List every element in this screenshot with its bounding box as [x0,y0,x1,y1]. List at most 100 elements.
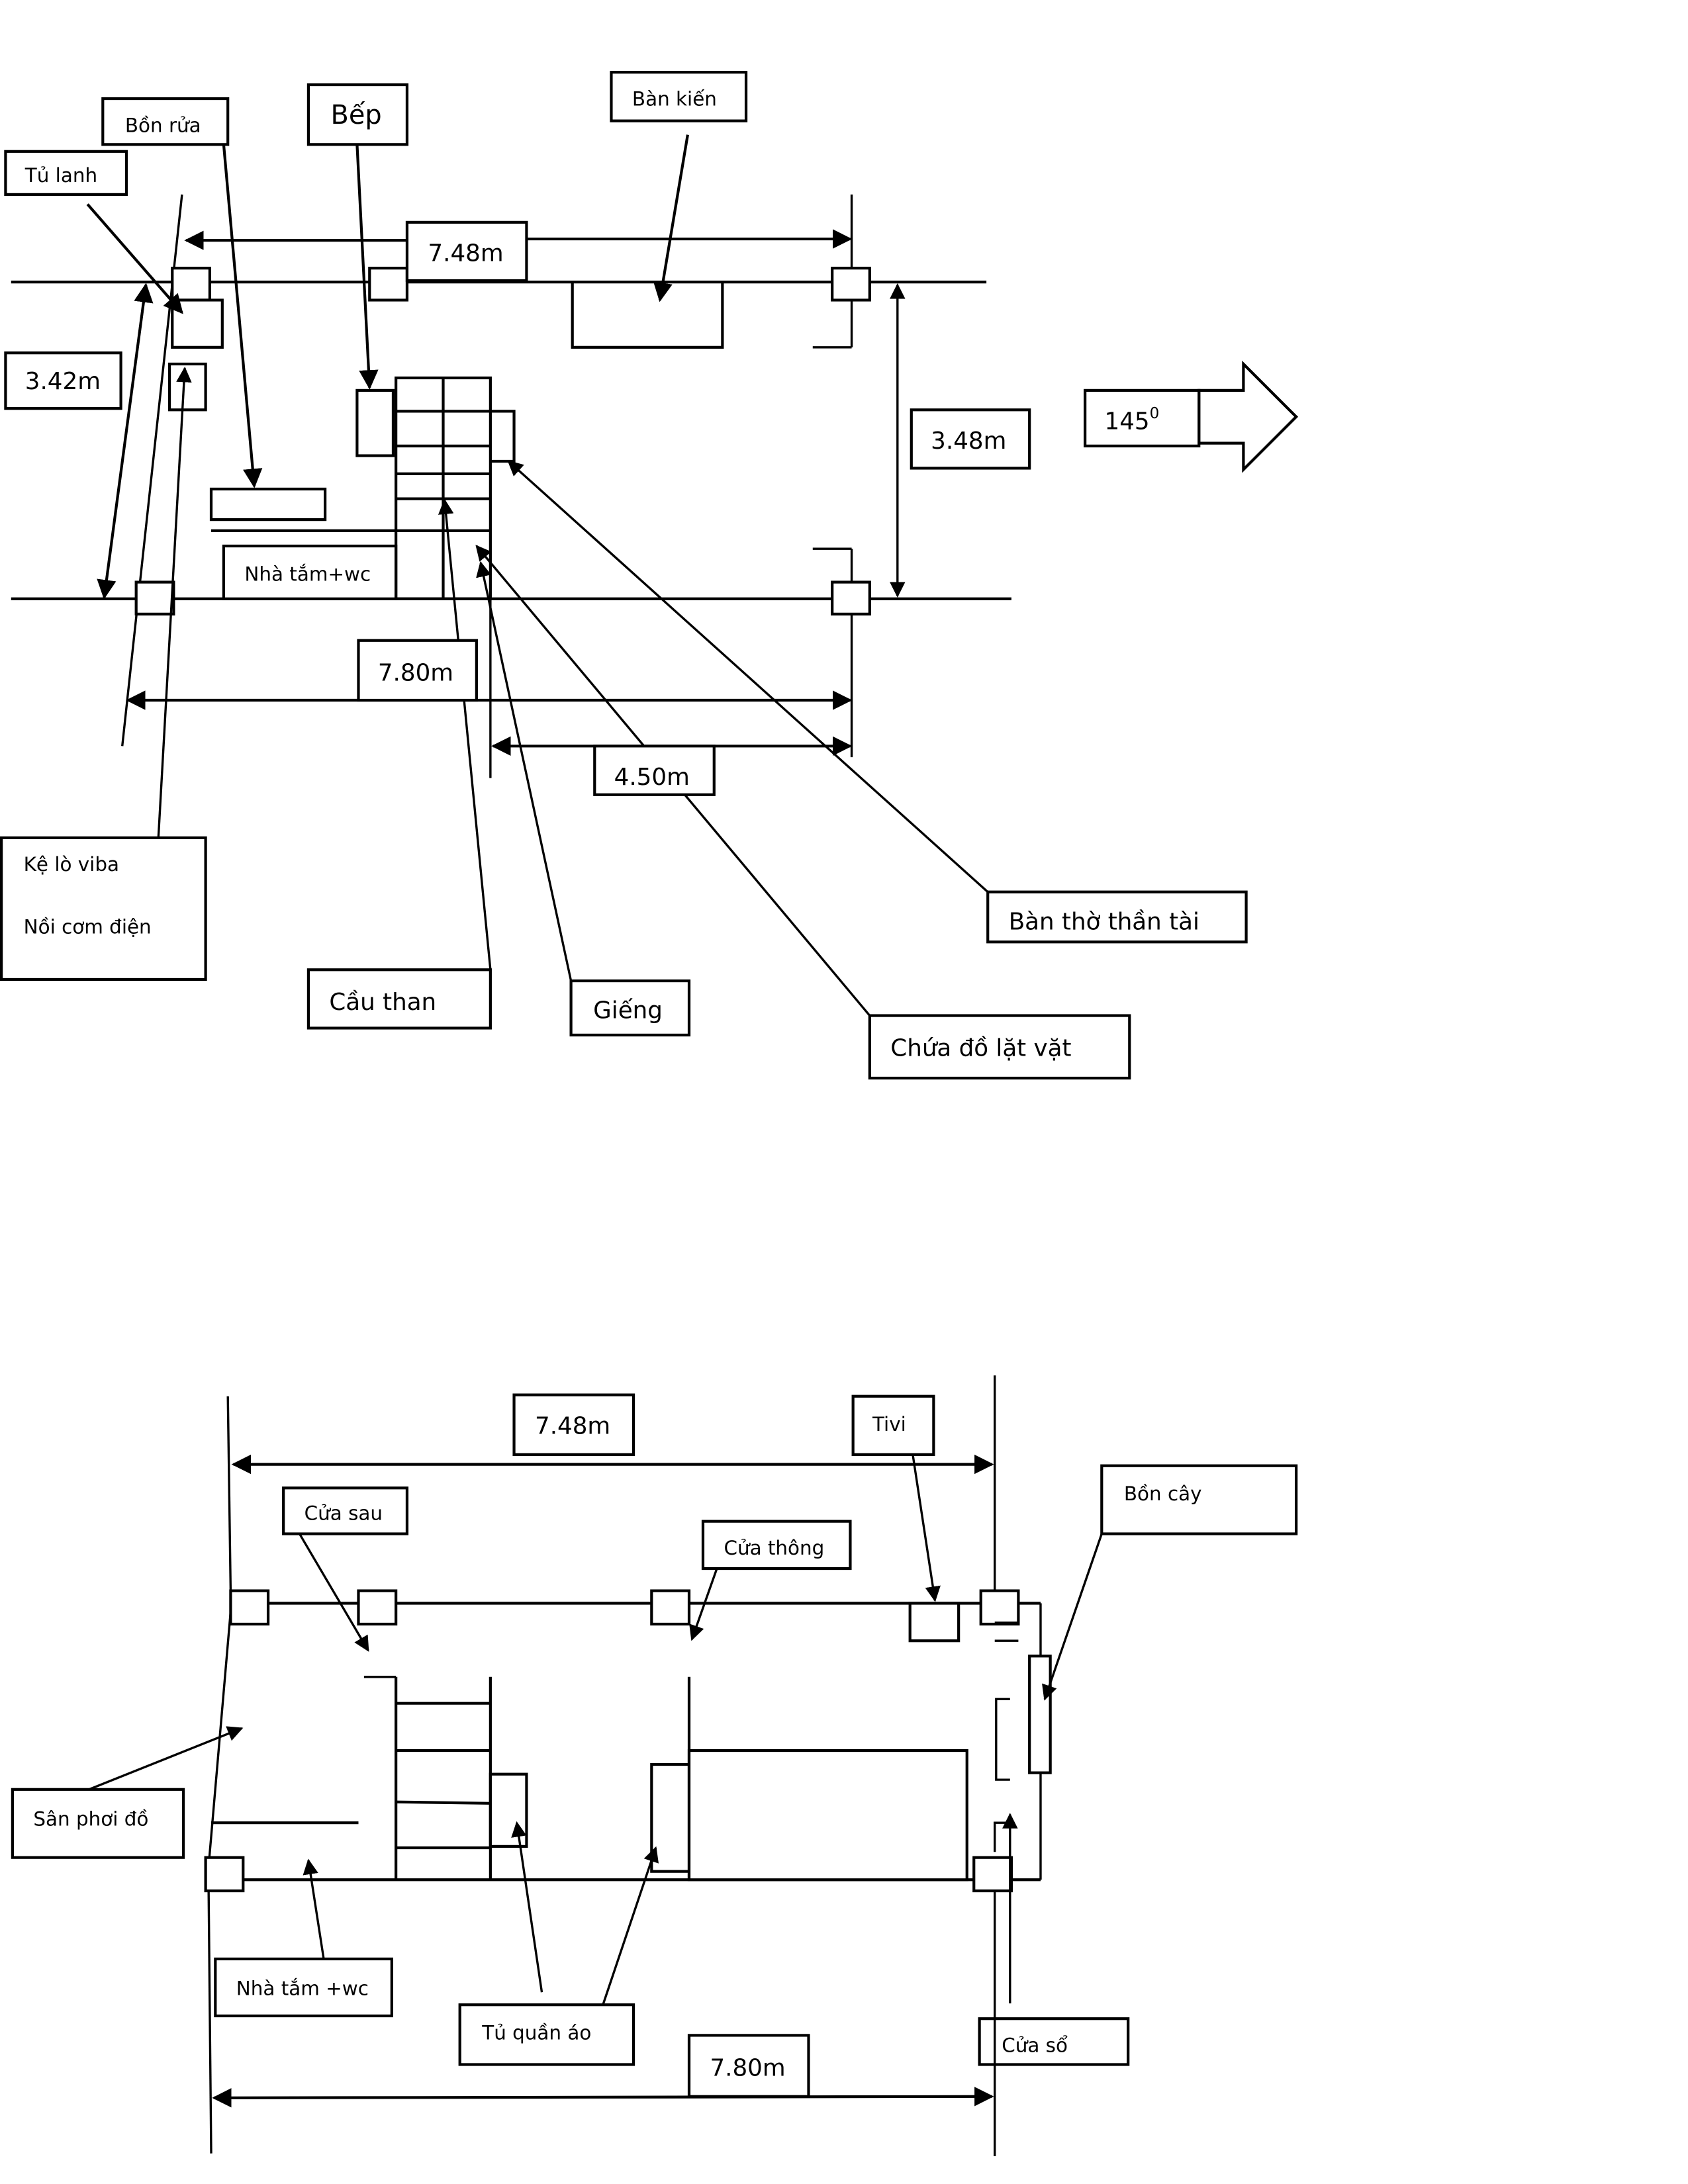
altar-shape [490,410,516,463]
label-text: Tủ quần áo [481,2022,591,2044]
dim-text: 7.48m [535,1412,610,1439]
leader-well [476,561,573,981]
label-text-line2: Nồi cơm điện [24,916,152,938]
tv-shape [908,1602,961,1643]
label-text: Cầu than [329,989,436,1016]
leader-tv [912,1454,941,1602]
dim-label-748-top: 7.48m [405,220,528,283]
window-stub [994,1821,1010,1852]
pillar [831,267,871,302]
top-floor-plan: Bồn rửa Bếp Bàn kiến Tủ lanh Nhà tắm+wc … [0,71,1299,1080]
dim-text: 7.48m [428,240,503,267]
pillar [357,1589,398,1626]
label-text: Bếp [331,100,382,130]
pillar [368,267,409,302]
label-microwave-shelf: Kệ lò viba Nồi cơm điện [0,836,207,981]
label-sink: Bồn rửa [101,97,230,146]
label-text: Bàn thờ thần tài [1009,908,1199,935]
label-connecting-door: Cửa thông [701,1520,852,1570]
label-text: Cửa sổ [1002,2034,1068,2057]
label-plant-pot: Bồn cây [1100,1464,1298,1535]
dim-label-780: 7.80m [357,639,478,702]
dim-label-450: 4.50m [593,745,716,796]
pillar [979,1589,1020,1626]
label-text: Nhà tắm +wc [236,1978,369,2000]
wardrobe-shape [489,1772,528,1848]
leader-back-door [297,1531,369,1652]
plant-pot-shape [1028,1655,1052,1774]
label-tivi: Tivi [851,1394,935,1456]
leader-sink [222,144,263,488]
leader-wardrobe-1 [511,1821,543,1993]
dim-label-348: 3.48m [910,408,1031,470]
label-text: Bàn kiến [632,88,717,111]
right-corner [994,1590,1020,1624]
leader-wardrobe-2 [602,1846,659,2005]
label-text: Chứa đồ lặt vặt [890,1034,1071,1062]
leader-ant-table [653,134,689,302]
bottom-floor-plan: 7.48m Tivi Cửa sau Cửa thông Bồn cây Sân… [11,1375,1298,2157]
dim-text: 3.42m [25,368,101,395]
leader-fridge [86,203,183,314]
dim-text: 7.80m [710,2054,785,2081]
microwave-shelf-shape [167,362,207,412]
bottom-wall-left-bottom [207,1868,212,2154]
pillar [134,580,175,615]
stove-shape [355,388,395,457]
window-bracket [995,1698,1010,1781]
label-window: Cửa sổ [978,2017,1130,2066]
label-text: Nhà tắm+wc [244,563,371,585]
label-ant-table: Bàn kiến [610,71,748,122]
bottom-wall-left-slant [207,1611,232,1869]
dim-text: 3.48m [931,428,1006,455]
staircase-shape [395,376,492,600]
label-text: Bồn cây [1124,1482,1202,1505]
label-text: Cửa sau [305,1502,383,1525]
leader-microwave [157,366,192,838]
bottom-dim-label-780: 7.80m [687,2034,810,2098]
direction-degree: 1450 [1105,405,1160,435]
leader-altar [507,460,989,893]
bottom-dim-line-780 [212,2087,994,2108]
label-text: Bồn rửa [125,114,201,136]
leader-plant-pot [1042,1533,1103,1701]
bed-shape [687,1749,968,1882]
label-text-line1: Kệ lò viba [24,853,119,876]
label-wardrobe: Tủ quần áo [458,2003,635,2066]
pillar [229,1589,270,1626]
dim-line-342 [97,283,154,600]
label-well: Giếng [569,979,691,1037]
label-text: Cửa thông [724,1537,824,1559]
ant-table-shape [571,281,724,349]
dim-label-342: 3.42m [4,351,122,410]
label-text: Tủ lanh [24,164,97,187]
pillar [831,580,871,615]
label-stairs: Cầu than [306,968,492,1030]
label-storage: Chứa đồ lặt vặt [868,1014,1131,1080]
direction-arrow: 1450 [1084,360,1299,473]
leader-stairs [438,498,492,970]
label-fridge: Tủ lanh [4,150,128,196]
bottom-staircase-shape [395,1676,492,1880]
pillar [204,1856,245,1893]
dim-text: 4.50m [614,764,690,791]
sink-shape [209,487,327,522]
label-text: Giếng [593,997,663,1024]
wardrobe-shape-2 [650,1762,691,1873]
label-back-door: Cửa sau [282,1486,409,1535]
label-bathroom-bottom: Nhà tắm +wc [214,1957,393,2018]
label-bathroom: Nhà tắm+wc [244,563,371,585]
label-stove: Bếp [306,83,409,146]
pillar [171,267,212,302]
label-altar: Bàn thờ thần tài [986,890,1248,944]
bottom-dim-label-748: 7.48m [512,1393,635,1456]
leader-drying-yard [88,1726,244,1791]
leader-connecting-door [689,1568,718,1641]
bottom-wall-left-top [226,1396,232,1591]
fridge-shape [171,298,224,349]
direction-arrow-icon [1197,360,1299,473]
leader-bathroom [303,1858,325,1960]
label-text: Sân phơi đồ [33,1807,148,1830]
pillar [650,1589,691,1626]
